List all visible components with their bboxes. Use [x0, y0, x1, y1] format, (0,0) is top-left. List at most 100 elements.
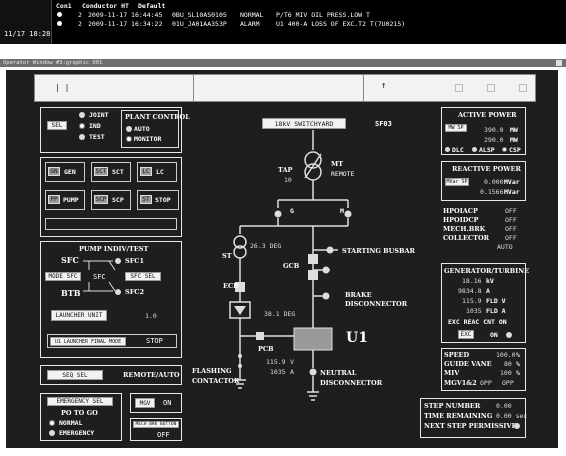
mode-stop[interactable]: ST STOP	[137, 190, 179, 210]
mode-gen[interactable]: GN GEN	[45, 162, 85, 182]
gen-u4: FLD A	[486, 307, 506, 315]
mvar-sp-button[interactable]: MVar SP	[445, 178, 469, 186]
auxiliary-status-list: HPOIACP OFF HPOIDCP OFF MECH.BRK OFF COL…	[443, 207, 528, 257]
rectifier-temp: 38.1 DEG	[264, 310, 296, 318]
alarm-row[interactable]: 2 2009-11-17 16:44:45 0BU_SL10AS010S NOR…	[56, 11, 561, 19]
pump-button[interactable]: PP	[48, 195, 60, 204]
sel-button[interactable]: SEL	[47, 121, 67, 130]
list-item: TIME REMAINING 0.00 sec	[424, 412, 527, 421]
st-temp: 26.3 DEG	[250, 242, 282, 250]
mode-pump[interactable]: PP PUMP	[45, 190, 85, 210]
plant-control-title: PLANT CONTROL	[125, 113, 190, 121]
window-close-icon[interactable]	[556, 60, 562, 66]
toolbar-icon[interactable]	[487, 84, 495, 92]
sfc2-radio[interactable]	[115, 289, 121, 295]
status-value: OFF	[505, 225, 517, 233]
window-title-bar[interactable]: Operator Window #3:graphic 001	[0, 59, 566, 67]
contactor-label: CONTACTOR	[192, 377, 240, 385]
gen-u1: kV	[486, 277, 494, 285]
switchyard-button[interactable]: 18kV SWITCHYARD	[262, 118, 346, 129]
toolbar-icon[interactable]	[519, 84, 527, 92]
normal-radio[interactable]	[49, 420, 55, 426]
gen-turbine-values: 18.16 kV 9834.8 A 115.9 FLD V 1035 FLD A	[446, 277, 524, 317]
toolbar: | | ↑	[34, 74, 536, 102]
alarm-indicator-icon	[57, 12, 62, 17]
test-label: TEST	[89, 133, 105, 141]
mode-scp[interactable]: SCP SCP	[91, 190, 131, 210]
emergency-radio[interactable]	[49, 430, 55, 436]
sfc-center-label: SFC	[93, 273, 106, 281]
sfc1-radio[interactable]	[115, 258, 121, 264]
alarm-header: Con1 Conductor HT Default	[56, 2, 256, 10]
reactive-power-u1: MVar	[504, 178, 520, 186]
toolbar-icon[interactable]	[455, 84, 463, 92]
gen-u2: A	[486, 287, 490, 295]
launcher-final-button[interactable]: U1 LAUNCHER FINAL MODE	[50, 337, 126, 346]
tap-label: TAP	[278, 166, 293, 174]
alarm-num: 2	[78, 20, 82, 28]
guide-vane-unit: %	[516, 360, 520, 368]
emergency-label: EMERGENCY	[59, 429, 95, 437]
mgv-button[interactable]: MGV	[135, 398, 155, 408]
sfc-sel-button[interactable]: SFC SEL	[125, 272, 161, 281]
sfc2-label: SFC2	[125, 288, 145, 296]
sct-button[interactable]: SCT	[94, 167, 108, 176]
alarm-header-col1: Con1	[56, 2, 72, 10]
active-power-u2: MW	[510, 136, 518, 144]
toolbar-divider	[363, 75, 364, 101]
scp-button[interactable]: SCP	[94, 195, 108, 204]
mgv12-name: MGV1&2	[444, 379, 477, 387]
list-item: STEP NUMBER 0.00	[424, 402, 524, 411]
miv-name: MIV	[444, 369, 460, 377]
step-panel: STEP NUMBER 0.00 TIME REMAINING 0.00 sec…	[420, 398, 527, 438]
m-label: M	[340, 207, 344, 215]
launcher-stop-label: STOP	[146, 337, 163, 345]
alarm-summary: Con1 Conductor HT Default 2 2009-11-17 1…	[0, 0, 566, 44]
gcb-label: GCB	[283, 262, 300, 270]
alsp-radio[interactable]	[472, 147, 477, 152]
seq-sel-button[interactable]: SEQ SEL	[47, 370, 103, 380]
next-step-indicator-icon	[514, 423, 520, 429]
alarm-tag: 0BU_SL10AS010S	[172, 11, 227, 19]
mode-sct[interactable]: SCT SCT	[91, 162, 131, 182]
test-radio[interactable]	[79, 134, 85, 140]
tap-value: 10	[284, 176, 292, 184]
alarm-list[interactable]: 2 2009-11-17 16:44:45 0BU_SL10AS010S NOR…	[56, 11, 561, 29]
dlc-radio[interactable]	[445, 147, 450, 152]
auto-radio[interactable]	[126, 126, 132, 132]
list-item: AUTO	[443, 243, 528, 252]
exc-button[interactable]: EXC	[458, 330, 474, 339]
stop-button[interactable]: ST	[140, 195, 152, 204]
list-item: NEXT STEP PERMISSIVE	[424, 422, 524, 431]
launcher-unit-button[interactable]: LAUNCHER UNIT	[51, 310, 107, 321]
mt-label: MT	[331, 160, 344, 168]
pump-indiv-title: PUMP INDIV/TEST	[79, 245, 149, 253]
mech-brk-button[interactable]: MECH BRK BUTTON	[133, 421, 179, 428]
toolbar-left-label[interactable]: | |	[55, 83, 70, 92]
next-step-name: NEXT STEP PERMISSIVE	[424, 422, 517, 430]
status-value: OFF	[505, 216, 517, 224]
gen-button[interactable]: GN	[48, 167, 60, 176]
reactive-power-v1: 0.000	[484, 178, 504, 186]
emergency-sel-button[interactable]: EMERGENCY SEL	[47, 397, 113, 406]
lc-button[interactable]: LC	[140, 167, 152, 176]
ind-radio[interactable]	[79, 123, 85, 129]
alarm-row[interactable]: 2 2009-11-17 16:34:22 01U_JA01AA353P ALA…	[56, 20, 561, 28]
arrow-up-icon[interactable]: ↑	[381, 81, 387, 91]
mode-lc[interactable]: LC LC	[137, 162, 177, 182]
flashing-label: FLASHING	[192, 367, 232, 375]
mw-sp-button[interactable]: MW SP	[445, 124, 467, 132]
csp-label: CSP	[509, 146, 521, 154]
mgv-state: ON	[163, 399, 172, 407]
monitor-radio[interactable]	[126, 136, 132, 142]
alarm-datetime: 2009-11-17 16:44:45	[88, 11, 163, 19]
sfc-switch-lines	[83, 260, 116, 292]
pump-label: PUMP	[63, 196, 79, 204]
voltage-value: 115.9	[266, 358, 286, 366]
time-remaining-name: TIME REMAINING	[424, 412, 493, 420]
csp-radio[interactable]	[502, 147, 507, 152]
list-item: HPOIDCP OFF	[443, 216, 528, 225]
speed-unit: %	[516, 351, 520, 359]
mode-sfc-button[interactable]: MODE SFC	[45, 272, 81, 281]
joint-radio[interactable]	[79, 112, 85, 118]
